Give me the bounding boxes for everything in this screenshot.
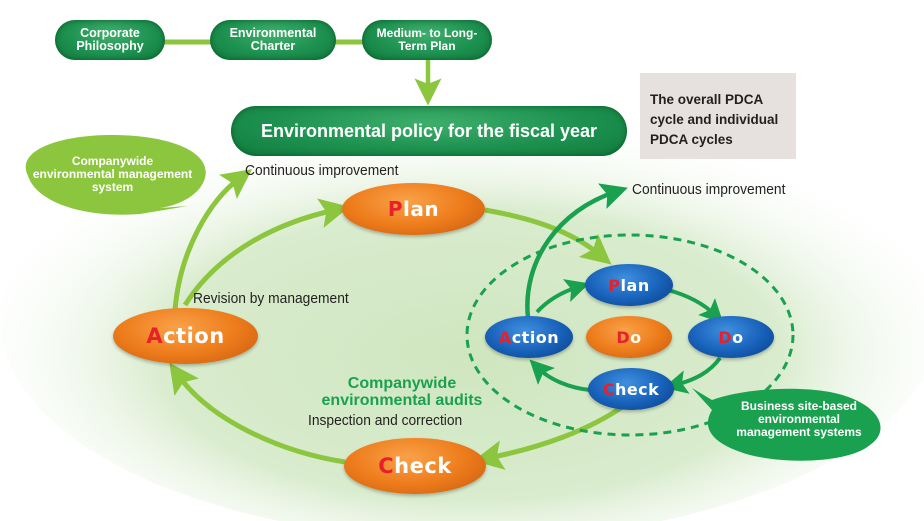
arrow-action-to-continuous xyxy=(172,169,253,311)
arrow-site-check-to-action xyxy=(529,359,591,392)
note-line: cycle and individual xyxy=(650,112,779,127)
bubble-line: environmental xyxy=(757,412,841,426)
corporate-philosophy-box: Corporate Philosophy xyxy=(55,20,165,60)
policy-banner-label: Environmental policy for the fiscal year xyxy=(260,120,598,141)
site-plan-rest: lan xyxy=(620,275,650,295)
arrow-site-plan-to-do xyxy=(667,288,724,324)
site-continuous-improvement-label: Continuous improvement xyxy=(632,181,786,198)
arrow-check-to-action xyxy=(169,362,346,465)
box-label: Philosophy xyxy=(76,39,144,53)
box-label: Environmental xyxy=(229,25,317,40)
arrow-site-to-check xyxy=(473,402,627,470)
box-label: Charter xyxy=(250,39,296,53)
left-speech-bubble xyxy=(25,135,206,215)
bubble-line: Companywide xyxy=(71,154,154,168)
note-line: The overall PDCA xyxy=(650,92,764,107)
site-action-rest: ction xyxy=(511,327,560,347)
site-check-rest: heck xyxy=(614,379,660,399)
note-line: PDCA cycles xyxy=(650,132,733,147)
box-label: Corporate xyxy=(80,25,140,40)
site-plan-initial: P xyxy=(608,275,621,295)
left-bubble-text: Companywide environmental management sys… xyxy=(20,155,205,194)
check-initial: C xyxy=(378,454,395,478)
box-label: Medium- to Long- xyxy=(376,26,478,41)
continuous-improvement-label: Continuous improvement xyxy=(245,162,399,179)
plan-initial: P xyxy=(387,197,404,221)
arrow-site-do-to-check xyxy=(663,356,722,394)
bubble-line: Business site-based xyxy=(740,399,858,413)
action-initial: A xyxy=(146,324,164,348)
box-label: Term Plan xyxy=(398,39,456,53)
medium-long-term-plan-box: Medium- to Long- Term Plan xyxy=(362,20,492,60)
background-glow xyxy=(0,100,924,521)
arrow-action-to-plan xyxy=(182,198,350,307)
note-box: The overall PDCA cycle and individual PD… xyxy=(640,73,796,159)
site-do-center-initial: D xyxy=(616,327,631,347)
environmental-charter-box: Environmental Charter xyxy=(210,20,336,60)
revision-label: Revision by management xyxy=(193,290,349,307)
bubble-line: environmental management xyxy=(32,167,193,181)
right-speech-bubble xyxy=(692,388,881,461)
audits-line: Companywide xyxy=(347,375,457,392)
audits-label: Companywide environmental audits xyxy=(307,375,497,409)
site-do-center-rest: o xyxy=(630,327,642,347)
site-do-rest: o xyxy=(732,327,744,347)
right-bubble-text: Business site-based environmental manage… xyxy=(718,400,880,439)
plan-rest: lan xyxy=(403,197,440,221)
check-rest: heck xyxy=(394,454,452,478)
bubble-line: management systems xyxy=(736,425,862,439)
policy-banner: Environmental policy for the fiscal year xyxy=(231,106,627,156)
arrow-plan-to-site xyxy=(484,207,612,265)
bubble-line: system xyxy=(91,180,134,194)
audits-line: environmental audits xyxy=(321,392,483,409)
arrow-site-action-to-plan xyxy=(535,279,590,314)
site-action-initial: A xyxy=(498,327,512,347)
site-check-initial: C xyxy=(602,379,615,399)
inspection-label: Inspection and correction xyxy=(308,412,463,429)
arrow-site-continuous xyxy=(525,183,628,319)
action-rest: ction xyxy=(163,324,225,348)
site-cycle-boundary xyxy=(465,233,795,437)
site-do-initial: D xyxy=(718,327,733,347)
